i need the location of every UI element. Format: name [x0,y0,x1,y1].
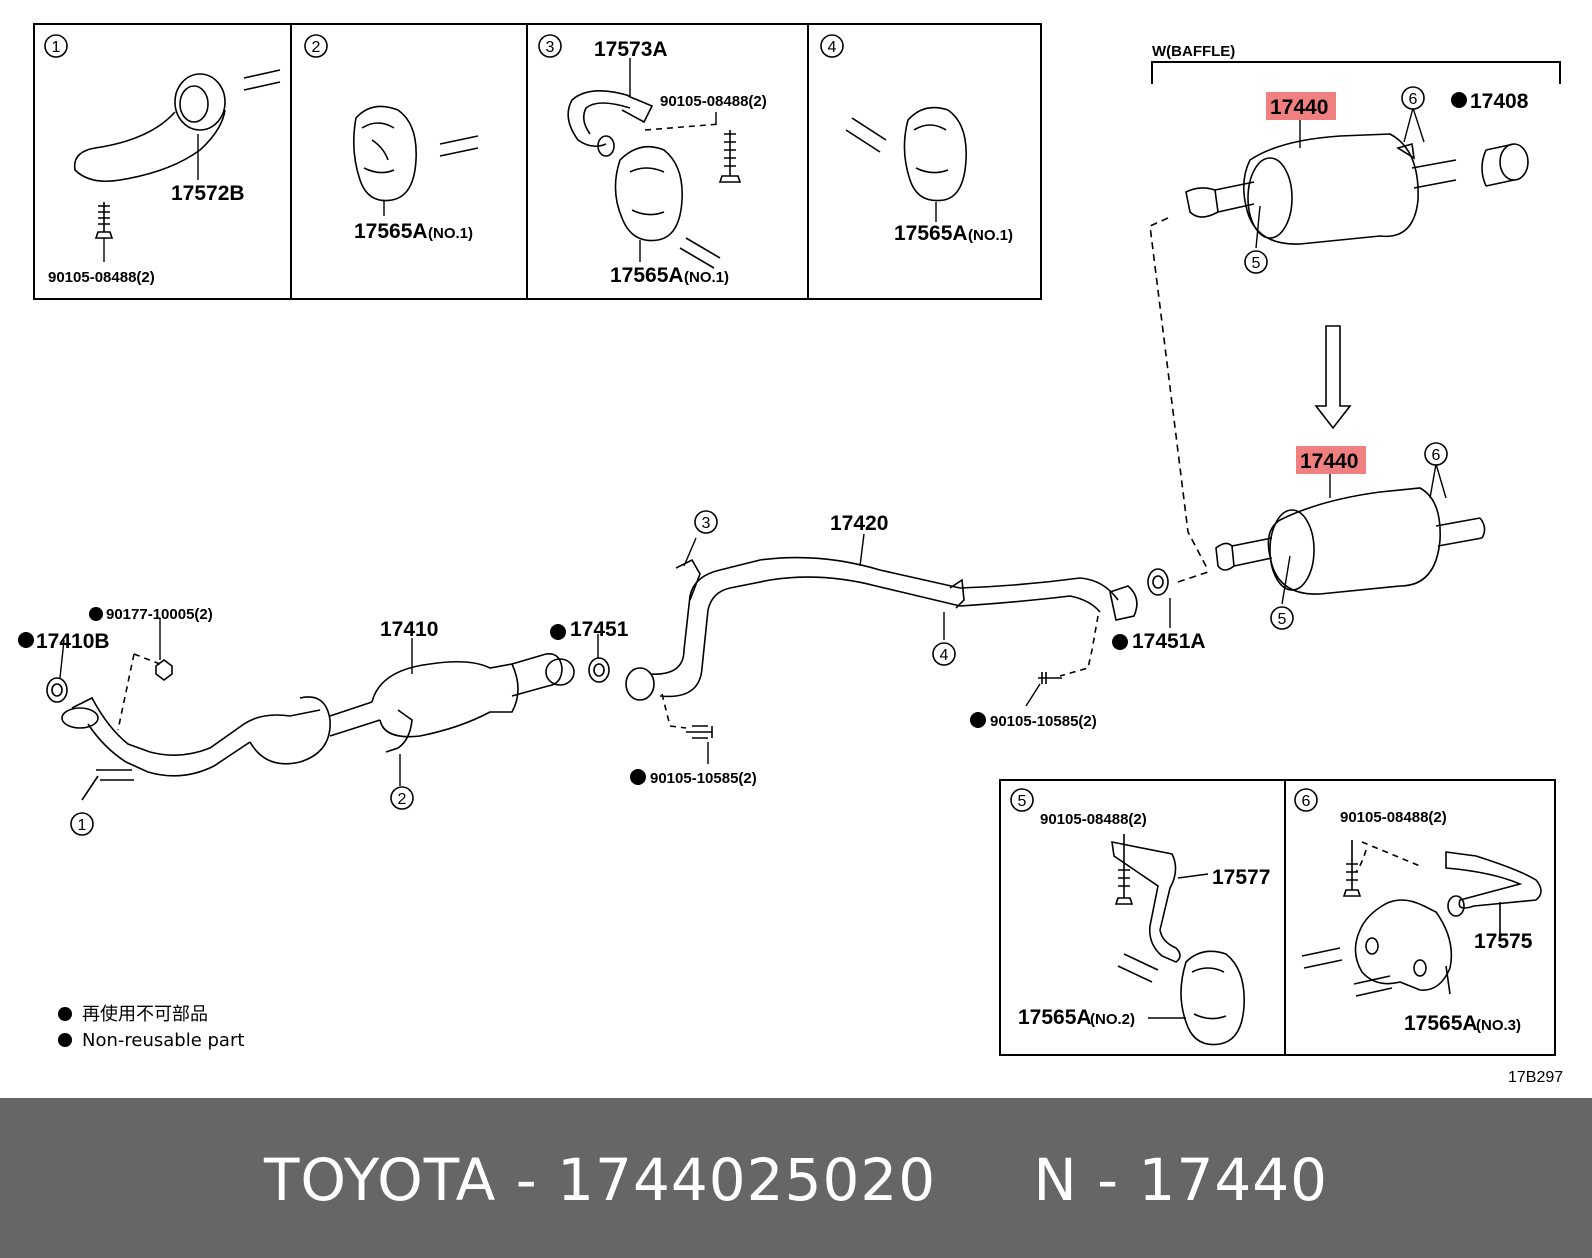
label-17410: 17410 [380,618,438,641]
box-2-number: 2 [312,39,321,56]
label-box4-no: (NO.1) [968,227,1013,244]
footer-text: TOYOTA - 1744025020 N - 17440 [263,1146,1329,1214]
baffle-label: W(BAFFLE) [1152,43,1235,60]
label-90105-b: 90105-10585(2) [990,713,1097,730]
diagram-code: 17B297 [1508,1069,1563,1086]
label-box6-hanger: 17565A [1404,1012,1478,1035]
part-number-footer: TOYOTA - 1744025020 N - 17440 [0,1098,1592,1258]
callout-6-top: 6 [1409,91,1418,108]
label-17440-bottom: 17440 [1300,450,1358,473]
callout-4: 4 [940,647,949,664]
label-box5-no: (NO.2) [1090,1011,1135,1028]
box-5-number: 5 [1018,793,1027,810]
label-box3-no: (NO.1) [684,269,729,286]
label-17410b: 17410B [36,630,110,653]
callout-5-bottom: 5 [1278,611,1287,628]
box-1-number: 1 [52,39,61,56]
label-box3-bolt: 90105-08488(2) [660,93,767,110]
label-17573a: 17573A [594,38,668,61]
label-box3-hanger: 17565A [610,264,684,287]
label-box2-hanger: 17565A [354,220,428,243]
callout-6-bottom: 6 [1432,447,1441,464]
label-17575: 17575 [1474,930,1533,953]
box-6-number: 6 [1302,793,1311,810]
highlight-top [1266,92,1336,120]
legend-japanese: 再使用不可部品 [82,1004,208,1025]
label-17451: 17451 [570,618,629,641]
box-4-number: 4 [828,39,837,56]
label-17451a: 17451A [1132,630,1206,653]
detail-panel-frame [33,23,1042,300]
callout-5-top: 5 [1252,255,1261,272]
label-box6-bolt: 90105-08488(2) [1340,809,1447,826]
label-17572b: 17572B [171,182,245,205]
exhaust-parts-diagram: 1 2 3 4 6 5 6 5 1 2 3 4 5 6 17572B 90105… [18,23,1563,1086]
label-90177: 90177-10005(2) [106,606,213,623]
label-17440-top: 17440 [1270,96,1328,119]
callout-2: 2 [398,791,407,808]
legend-english: Non-reusable part [82,1030,244,1051]
label-box6-no: (NO.3) [1476,1017,1521,1034]
label-90105-a: 90105-10585(2) [650,770,757,787]
label-box5-hanger: 17565A [1018,1006,1092,1029]
label-box4-hanger: 17565A [894,222,968,245]
label-box5-bolt: 90105-08488(2) [1040,811,1147,828]
label-box1-bolt: 90105-08488(2) [48,269,155,286]
label-box2-no: (NO.1) [428,225,473,242]
label-17408: 17408 [1470,90,1529,113]
label-17577: 17577 [1212,866,1270,889]
label-17420: 17420 [830,512,888,535]
highlight-bottom [1296,446,1366,474]
callout-1: 1 [78,817,87,834]
box-3-number: 3 [546,39,555,56]
detail-panel-frame-bottom [999,779,1556,1056]
callout-3: 3 [702,515,711,532]
